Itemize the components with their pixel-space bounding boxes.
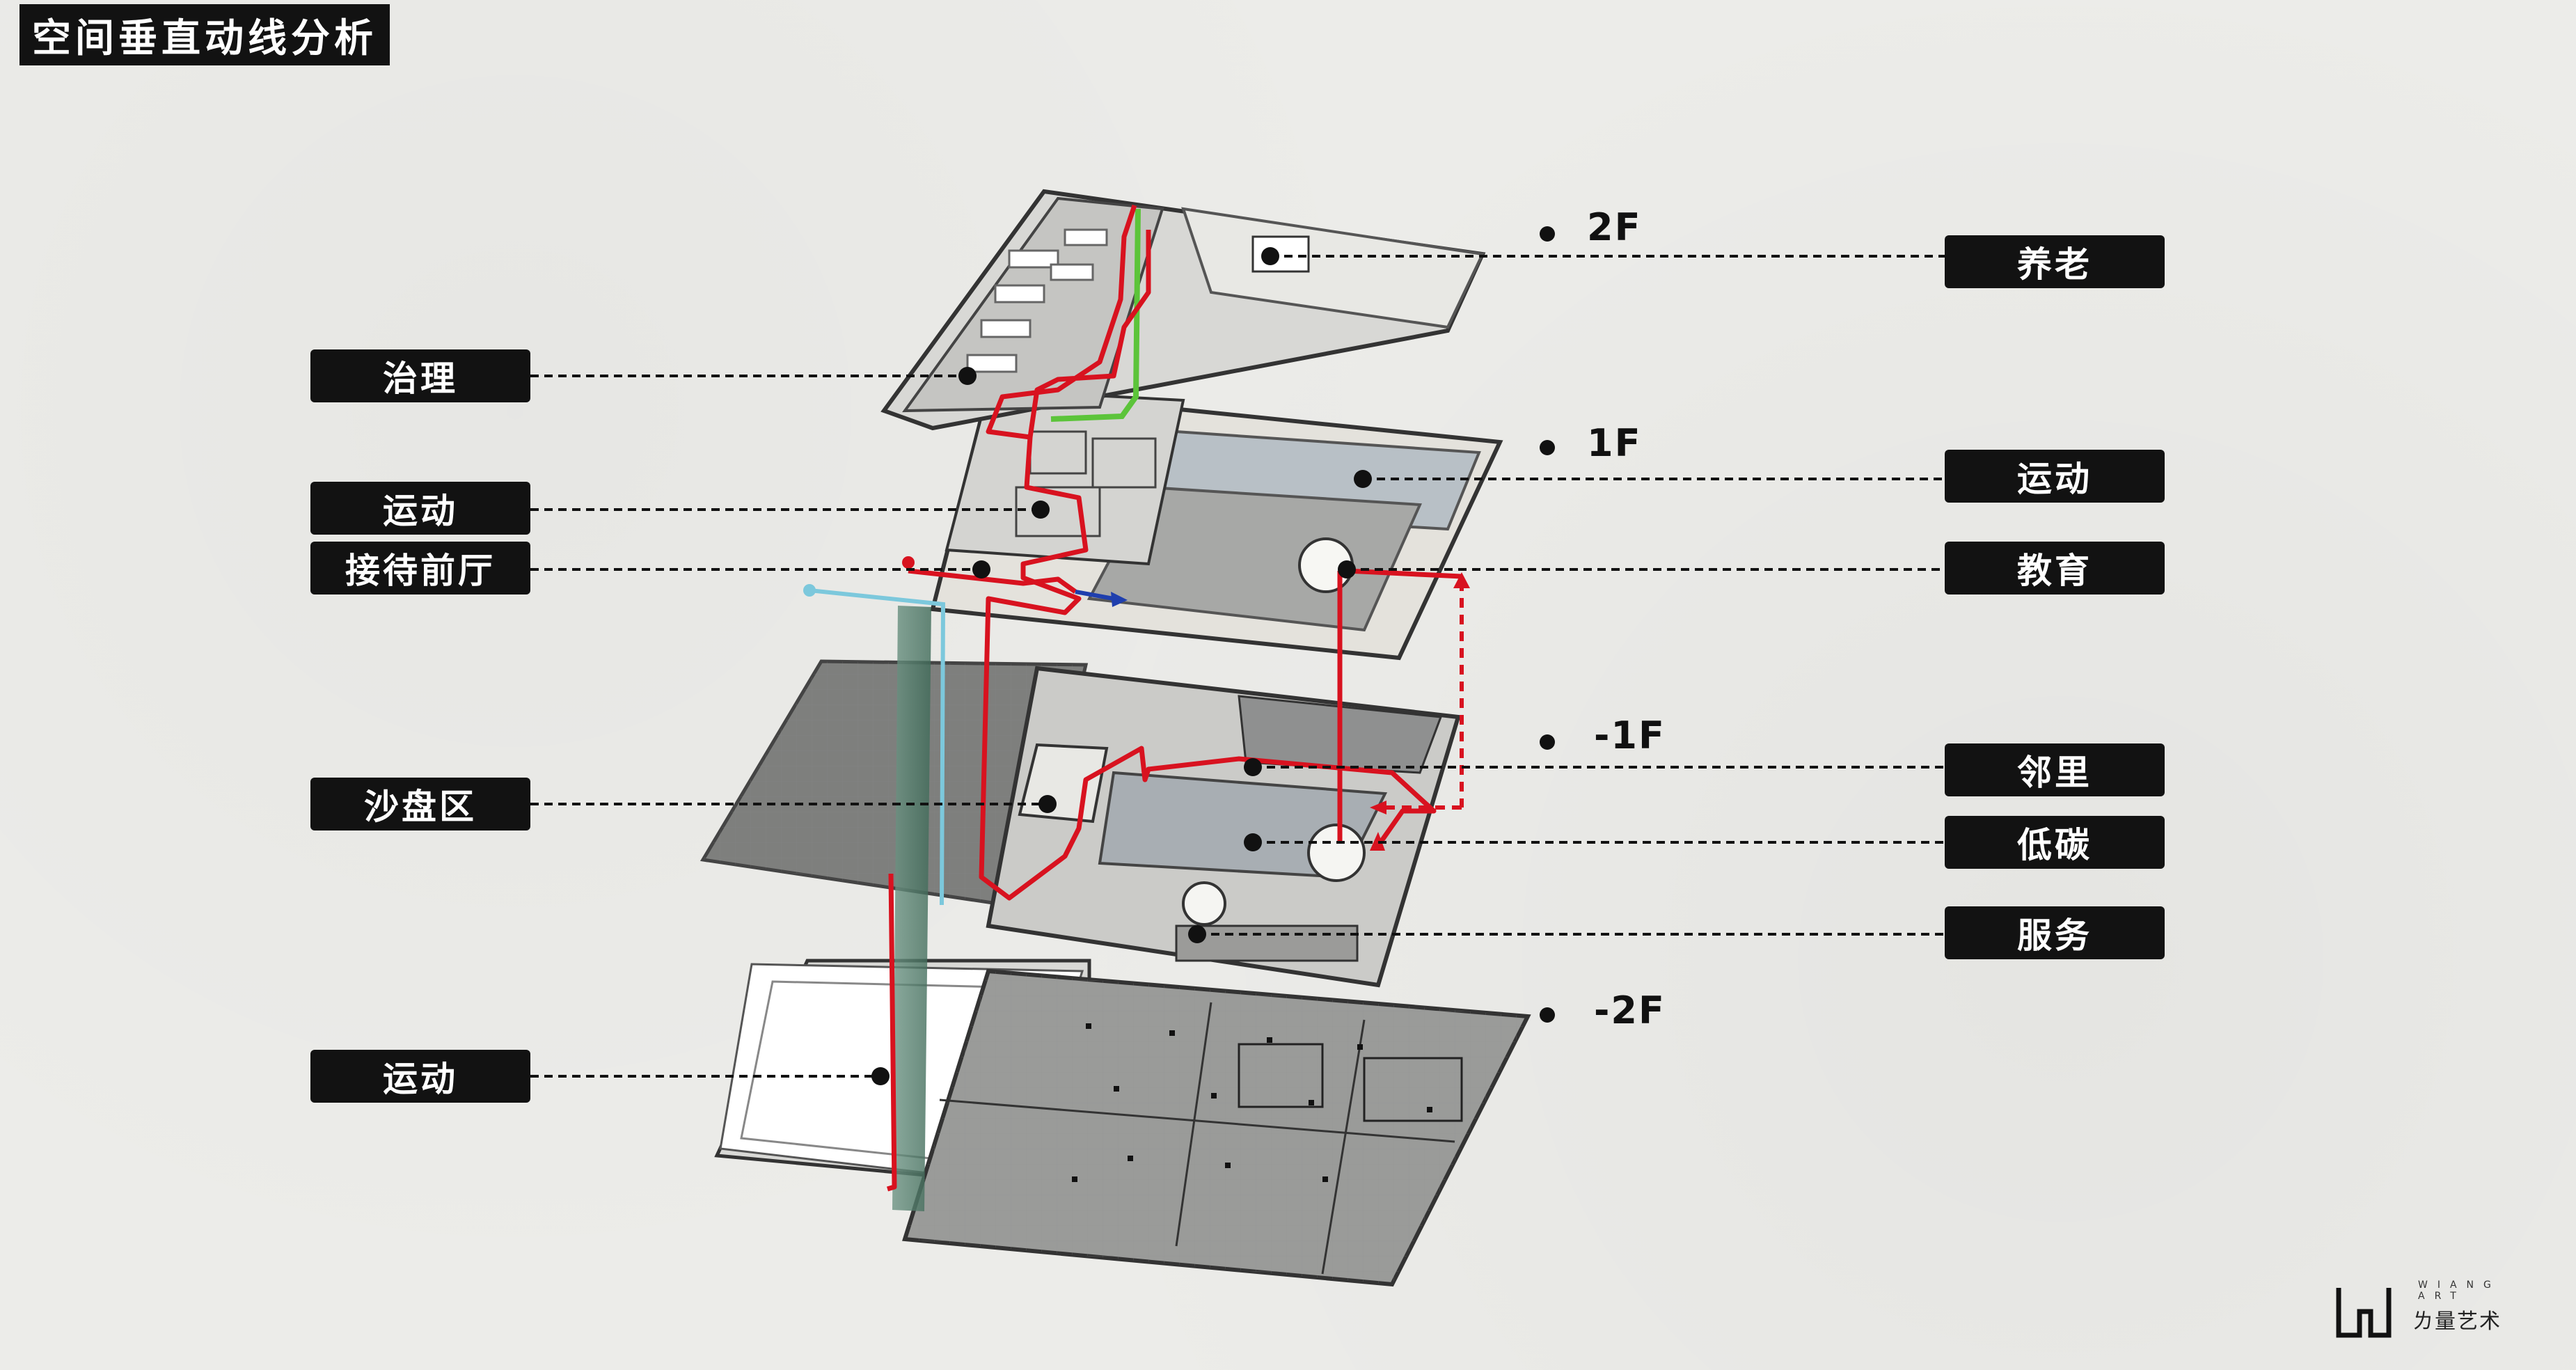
red-arrow-left-icon (1370, 801, 1386, 814)
circulation-line-blue (1075, 590, 1128, 607)
brand-subtitle: WIANG ART (2418, 1280, 2501, 1302)
floor-label-b1: -1F (1594, 714, 1666, 757)
red-arrow-up-icon (1370, 832, 1385, 851)
tag-reception: 接待前厅 (310, 542, 530, 595)
floor-label-b2: -2F (1594, 989, 1666, 1032)
floor-label-2f: 2F (1587, 205, 1642, 249)
leader-lines-right (1197, 255, 1945, 936)
circulation-dashed-red (1385, 581, 1464, 810)
leader-lines-left (530, 375, 1048, 1078)
leader-dots-right (1188, 247, 1372, 943)
brand-name: ㄌ量艺术 (2412, 1309, 2502, 1334)
tag-elderly: 养老 (1945, 235, 2165, 288)
tag-sport-upper: 运动 (310, 482, 530, 535)
red-line-start-dot (902, 556, 915, 569)
floor-plan-1f (930, 387, 1503, 661)
tag-sport: 运动 (1945, 450, 2165, 503)
tag-education: 教育 (1945, 542, 2165, 595)
floor-plan-2f (880, 189, 1486, 431)
red-arrow-up-dashed-icon (1453, 572, 1470, 588)
floor-plan-b2 (714, 959, 1531, 1287)
floor-plan-b1 (700, 659, 1461, 988)
tag-governance: 治理 (310, 349, 530, 402)
brand-logo-icon (2336, 1288, 2392, 1338)
tag-sandtable: 沙盘区 (310, 778, 530, 830)
floor-label-1f: 1F (1587, 421, 1642, 465)
elevator-shaft (892, 606, 931, 1211)
floor-level-dots (1540, 226, 1555, 1023)
leader-dots-left (871, 367, 1057, 1085)
page-title: 空间垂直动线分析 (19, 4, 390, 65)
tag-low-carbon: 低碳 (1945, 816, 2165, 869)
circulation-line-green (1050, 208, 1141, 422)
tag-sport-lower: 运动 (310, 1050, 530, 1103)
tag-neighborhood: 邻里 (1945, 743, 2165, 796)
tag-service: 服务 (1945, 906, 2165, 959)
